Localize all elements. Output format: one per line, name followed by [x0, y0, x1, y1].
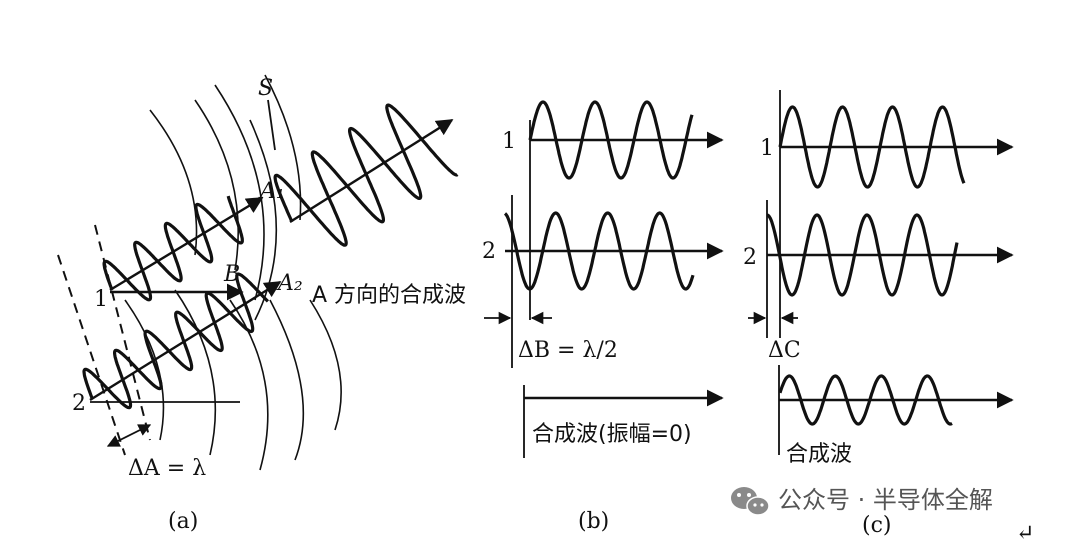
wavefront-arcs: [124, 74, 342, 471]
panel-b: 1 2 ΔB = λ/2 合成波(振幅=0) (b): [482, 100, 724, 534]
dashed-wavefront-right: [94, 224, 151, 441]
wave-along-A1: [102, 195, 244, 302]
label-c-result: 合成波: [786, 442, 852, 467]
panel-a: S A₁ A₂ B 1 2 A 方向的合成波 ΔA = λ (a): [57, 74, 466, 534]
wave-c3-combined: [778, 374, 953, 426]
label-B: B: [223, 262, 240, 287]
wave-b1: [528, 100, 694, 180]
label-A1: A₁: [258, 179, 285, 204]
label-b-wave1: 1: [502, 129, 516, 154]
arrow-A1: [109, 196, 264, 292]
wave-b2: [503, 211, 695, 291]
label-b-result: 合成波(振幅=0): [532, 422, 692, 447]
dashed-wavefront-left: [57, 254, 126, 456]
label-c-wave1: 1: [760, 136, 774, 161]
wechat-icon: [731, 487, 770, 516]
watermark: 公众号 · 半导体全解: [731, 486, 993, 516]
caption-a: (a): [168, 509, 198, 534]
label-S: S: [258, 76, 273, 101]
label-combined-wave: A 方向的合成波: [312, 283, 466, 308]
label-A2: A₂: [276, 271, 303, 296]
label-source-1: 1: [94, 287, 108, 312]
wave-c1: [778, 105, 966, 189]
label-source-2: 2: [72, 391, 86, 416]
wave-c2: [766, 213, 959, 297]
label-delta-c: ΔC: [768, 338, 801, 363]
combined-wave-A: [273, 103, 459, 247]
caption-b: (b): [578, 509, 609, 534]
panel-c: 1 2 ΔC 合成波 (c): [743, 90, 1014, 538]
watermark-text: 公众号 · 半导体全解: [778, 486, 993, 514]
label-delta-b: ΔB = λ/2: [518, 338, 618, 363]
caption-c: (c): [862, 513, 892, 538]
screen-line-S: [267, 99, 276, 151]
arrow-combined: [289, 118, 454, 224]
delta-a-dimension: [106, 424, 152, 447]
label-delta-a: ΔA = λ: [128, 456, 206, 481]
corner-return-mark: ↵: [1016, 521, 1034, 544]
label-b-wave2: 2: [482, 239, 496, 264]
wave-along-A2: [82, 272, 270, 410]
label-c-wave2: 2: [743, 245, 757, 270]
